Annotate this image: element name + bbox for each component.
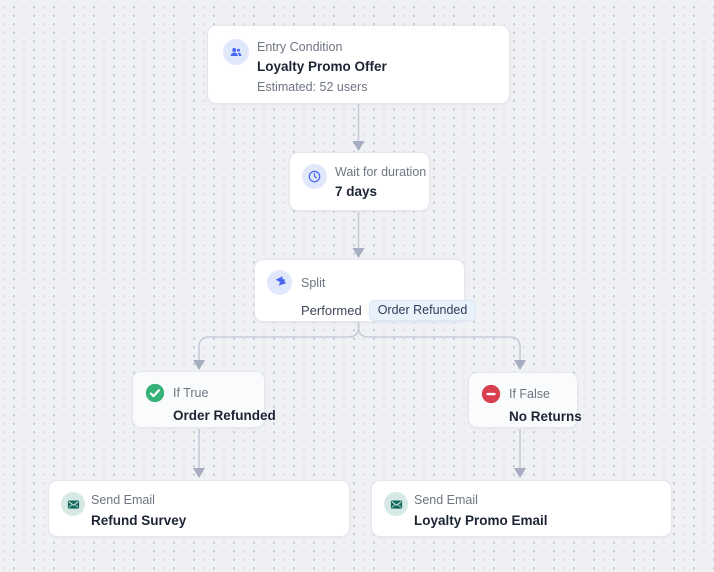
split-icon bbox=[267, 270, 292, 295]
connector-split-true bbox=[198, 322, 360, 361]
entry-condition-node[interactable]: Entry Condition Loyalty Promo Offer Esti… bbox=[207, 25, 510, 104]
node-label: If True bbox=[173, 386, 209, 400]
arrowhead bbox=[193, 360, 205, 370]
arrowhead bbox=[514, 360, 526, 370]
node-label: Entry Condition bbox=[257, 40, 343, 54]
split-condition-text: Performed bbox=[301, 303, 362, 318]
check-circle-icon bbox=[145, 383, 165, 403]
minus-circle-icon bbox=[481, 384, 501, 404]
if-true-node[interactable]: If True Order Refunded bbox=[132, 371, 276, 428]
users-icon bbox=[223, 39, 249, 65]
split-event-badge[interactable]: Order Refunded bbox=[368, 300, 477, 321]
mail-icon bbox=[61, 492, 85, 516]
arrowhead bbox=[193, 468, 205, 478]
node-subtitle: Estimated: 52 users bbox=[257, 80, 368, 94]
node-title: Loyalty Promo Email bbox=[414, 513, 548, 528]
if-false-node[interactable]: If False No Returns bbox=[468, 372, 582, 428]
node-title: No Returns bbox=[509, 409, 582, 424]
node-title: Refund Survey bbox=[91, 513, 187, 528]
arrowhead bbox=[352, 248, 365, 258]
node-title: Order Refunded bbox=[173, 408, 276, 423]
mail-icon bbox=[384, 492, 408, 516]
node-title: Loyalty Promo Offer bbox=[257, 59, 387, 74]
wait-duration-node[interactable]: Wait for duration 7 days bbox=[289, 152, 430, 211]
arrowhead bbox=[514, 468, 526, 478]
node-label: Split bbox=[301, 275, 326, 290]
clock-icon bbox=[302, 164, 327, 189]
node-label: Send Email bbox=[414, 493, 478, 507]
connector-split-false bbox=[357, 322, 521, 361]
split-node[interactable]: Split Performed Order Refunded bbox=[254, 259, 477, 322]
node-title: 7 days bbox=[335, 184, 378, 199]
send-email-node-loyalty-promo[interactable]: Send Email Loyalty Promo Email bbox=[371, 480, 672, 537]
node-label: If False bbox=[509, 387, 550, 401]
node-label: Wait for duration bbox=[335, 165, 427, 179]
arrowhead bbox=[352, 141, 365, 151]
send-email-node-refund-survey[interactable]: Send Email Refund Survey bbox=[48, 480, 350, 537]
node-label: Send Email bbox=[91, 493, 155, 507]
